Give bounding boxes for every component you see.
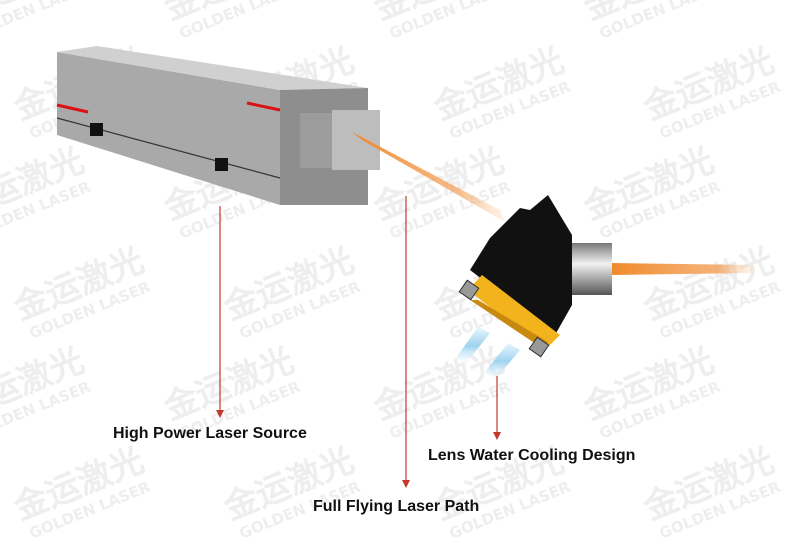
- coolant-tubes: [456, 327, 520, 380]
- laser-beam: [352, 132, 755, 275]
- laser-source-housing: [56, 46, 380, 205]
- pointer-lines: [216, 196, 501, 488]
- label-flying-laser-path: Full Flying Laser Path: [313, 498, 480, 515]
- watermark-en-text: GOLDEN LASER: [0, 0, 93, 43]
- label-lens-water-cooling: Lens Water Cooling Design: [428, 447, 636, 464]
- label-laser-source: High Power Laser Source: [113, 425, 307, 442]
- cutting-head: [458, 195, 612, 358]
